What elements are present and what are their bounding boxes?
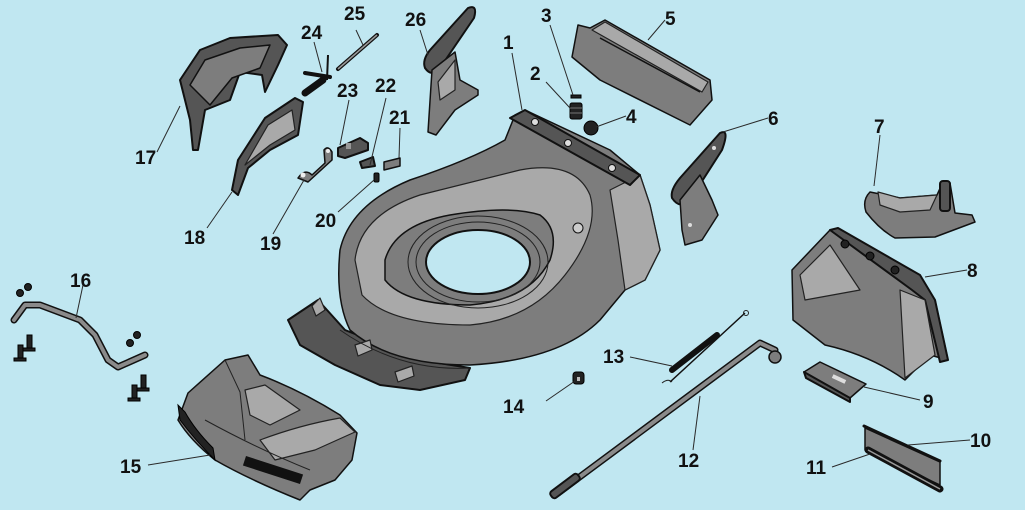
part-4-cap[interactable] — [583, 120, 599, 136]
callout-label-15: 15 — [120, 457, 142, 478]
callout-label-2: 2 — [530, 64, 541, 85]
part-18-left-trim[interactable] — [231, 97, 304, 196]
part-7-chute-insert[interactable] — [863, 180, 976, 239]
callout-label-8: 8 — [967, 261, 978, 282]
part-24-torsion-spring[interactable] — [301, 54, 332, 97]
part-25-shaft[interactable] — [336, 33, 379, 71]
part-21-clip[interactable] — [383, 157, 401, 171]
callout-label-4: 4 — [626, 107, 637, 128]
part-1-deck-housing[interactable] — [287, 109, 661, 391]
part-20-pin[interactable] — [373, 172, 380, 183]
part-22-clip[interactable] — [359, 156, 376, 169]
callout-label-1: 1 — [503, 33, 514, 54]
part-5-rear-cover[interactable] — [571, 19, 713, 126]
part-2-fitting[interactable] — [569, 102, 583, 120]
part-26-left-wheel-bracket[interactable] — [423, 6, 479, 136]
callout-label-16: 16 — [70, 271, 91, 292]
callout-label-6: 6 — [768, 109, 779, 130]
callout-label-26: 26 — [405, 10, 426, 31]
callout-label-5: 5 — [665, 9, 676, 30]
part-3-washer[interactable] — [570, 94, 582, 99]
part-23-holder[interactable] — [337, 137, 369, 159]
callout-label-24: 24 — [301, 23, 323, 44]
part-11-rod[interactable] — [864, 446, 944, 493]
callout-label-14: 14 — [503, 397, 525, 418]
callout-label-13: 13 — [603, 347, 624, 368]
callout-label-20: 20 — [315, 211, 336, 232]
part-8-rear-discharge-cover[interactable] — [791, 227, 949, 381]
callout-label-7: 7 — [874, 117, 885, 138]
callout-label-18: 18 — [184, 228, 205, 249]
callout-label-11: 11 — [806, 458, 827, 479]
part-13-spring[interactable] — [661, 310, 749, 384]
callout-label-25: 25 — [344, 4, 366, 25]
part-15-front-cover[interactable] — [177, 354, 358, 501]
part-10-flap[interactable] — [862, 424, 942, 486]
part-17-left-cover[interactable] — [179, 34, 288, 151]
callout-label-12: 12 — [678, 451, 699, 472]
callout-label-10: 10 — [970, 431, 991, 452]
callout-label-21: 21 — [389, 108, 411, 129]
callout-label-17: 17 — [135, 148, 156, 169]
leader-lines — [75, 19, 971, 468]
part-14-nut[interactable] — [572, 371, 585, 385]
callout-label-19: 19 — [260, 234, 281, 255]
callout-label-9: 9 — [923, 392, 934, 413]
part-16-front-axle[interactable] — [10, 283, 150, 402]
part-12-height-adjust-lever[interactable] — [549, 339, 782, 500]
part-9-plate[interactable] — [803, 361, 867, 403]
callout-labels: 1 2 3 4 5 6 7 8 9 10 11 12 13 14 15 16 1… — [70, 4, 991, 479]
callout-label-23: 23 — [337, 81, 358, 102]
callout-label-22: 22 — [375, 76, 396, 97]
callout-label-3: 3 — [541, 6, 552, 27]
part-19-bracket[interactable] — [297, 147, 333, 183]
part-6-right-wheel-bracket[interactable] — [670, 131, 727, 246]
